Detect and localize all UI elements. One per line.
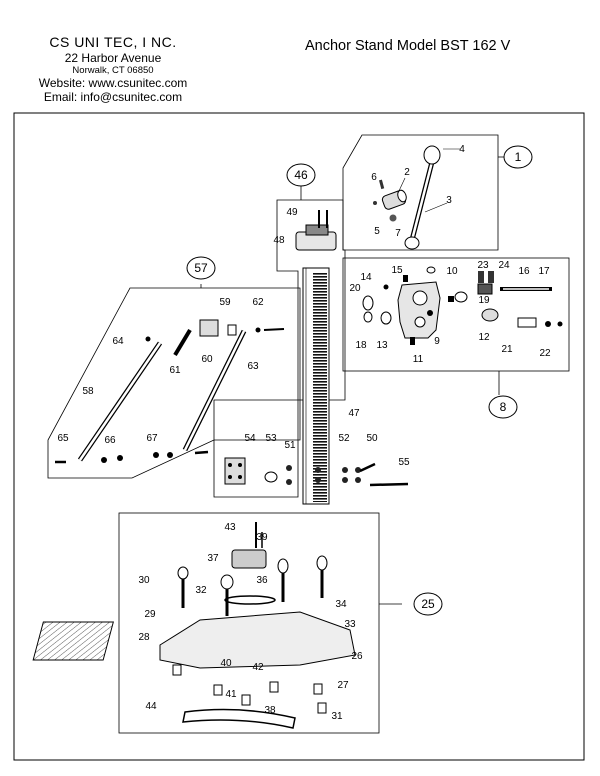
part-label-43: 43 <box>224 522 236 533</box>
group-46-outline <box>213 199 346 498</box>
part-label-28: 28 <box>138 632 150 643</box>
part-label-34: 34 <box>335 599 347 610</box>
assembly-balloon-57: 57 <box>194 261 208 275</box>
part-label-42: 42 <box>252 662 264 673</box>
part-label-7: 7 <box>395 228 401 239</box>
part-label-32: 32 <box>195 585 207 596</box>
assembly-balloon-46: 46 <box>294 168 308 182</box>
part-label-14: 14 <box>360 272 372 283</box>
group-1-outline <box>342 134 499 251</box>
gear-housing <box>397 281 441 339</box>
part-label-44: 44 <box>145 701 157 712</box>
company-street: 22 Harbor Avenue <box>64 50 162 65</box>
part-label-37: 37 <box>207 553 219 564</box>
part-label-10: 10 <box>446 266 458 277</box>
page-title: Anchor Stand Model BST 162 V <box>305 38 511 54</box>
part-label-50: 50 <box>366 433 378 444</box>
company-email: Email: info@csunitec.com <box>43 90 183 105</box>
part-label-40: 40 <box>220 658 232 669</box>
part-label-33: 33 <box>344 619 356 630</box>
part-label-60: 60 <box>201 354 213 365</box>
part-label-26: 26 <box>351 651 363 662</box>
company-block: CS UNI TEC, I NC. 22 Harbor Avenue Norwa… <box>28 34 198 104</box>
base-plate <box>159 611 356 669</box>
part-label-21: 21 <box>501 344 513 355</box>
part-label-16: 16 <box>518 266 530 277</box>
part-label-19: 19 <box>478 295 490 306</box>
part-label-5: 5 <box>374 226 380 237</box>
part-label-47: 47 <box>348 408 360 419</box>
part-label-49: 49 <box>286 207 298 218</box>
assembly-balloon-1: 1 <box>515 150 522 164</box>
company-name: CS UNI TEC, I NC. <box>49 34 177 50</box>
assembly-balloon-8: 8 <box>500 400 507 414</box>
company-website: Website: www.csunitec.com <box>38 75 188 90</box>
part-label-36: 36 <box>256 575 268 586</box>
part-label-31: 31 <box>331 711 343 722</box>
part-label-38: 38 <box>264 705 276 716</box>
part-label-54: 54 <box>244 433 256 444</box>
part-label-22: 22 <box>539 348 551 359</box>
part-label-39: 39 <box>256 532 268 543</box>
part-label-41: 41 <box>225 689 237 700</box>
part-label-27: 27 <box>337 680 349 691</box>
part-label-3: 3 <box>446 195 452 206</box>
part-label-61: 61 <box>169 365 181 376</box>
part-label-13: 13 <box>376 340 388 351</box>
part-label-55: 55 <box>398 457 410 468</box>
part-label-67: 67 <box>146 433 158 444</box>
part-label-24: 24 <box>498 260 510 271</box>
part-label-9: 9 <box>434 336 440 347</box>
part-label-51: 51 <box>284 440 296 451</box>
part-label-30: 30 <box>138 575 150 586</box>
base-head <box>231 549 267 569</box>
part-label-64: 64 <box>112 336 124 347</box>
part-label-11: 11 <box>413 354 424 365</box>
part-label-4: 4 <box>459 144 465 155</box>
part-label-23: 23 <box>477 260 489 271</box>
part-label-65: 65 <box>57 433 69 444</box>
base-belt <box>182 708 296 729</box>
part-label-15: 15 <box>391 265 403 276</box>
handle-knob <box>423 145 441 165</box>
diagram-frame <box>13 112 585 761</box>
part-label-48: 48 <box>273 235 285 246</box>
carriage-plate <box>224 457 246 485</box>
part-label-58: 58 <box>82 386 94 397</box>
company-city: Norwalk, CT 06850 <box>72 64 154 76</box>
part-label-18: 18 <box>355 340 367 351</box>
group-25-outline <box>118 512 380 734</box>
part-label-66: 66 <box>104 435 116 446</box>
group-8-outline <box>342 257 570 372</box>
part-label-52: 52 <box>338 433 350 444</box>
part-label-20: 20 <box>349 283 361 294</box>
part-label-29: 29 <box>144 609 156 620</box>
part-label-63: 63 <box>247 361 259 372</box>
part-label-12: 12 <box>478 332 490 343</box>
assembly-balloons <box>186 145 533 616</box>
part-label-62: 62 <box>252 297 264 308</box>
assembly-balloon-25: 25 <box>421 597 435 611</box>
part-label-17: 17 <box>538 266 550 277</box>
part-label-59: 59 <box>219 297 231 308</box>
group-57-outline <box>47 287 301 479</box>
part-label-6: 6 <box>371 172 377 183</box>
part-label-53: 53 <box>265 433 277 444</box>
part-label-2: 2 <box>404 167 410 178</box>
